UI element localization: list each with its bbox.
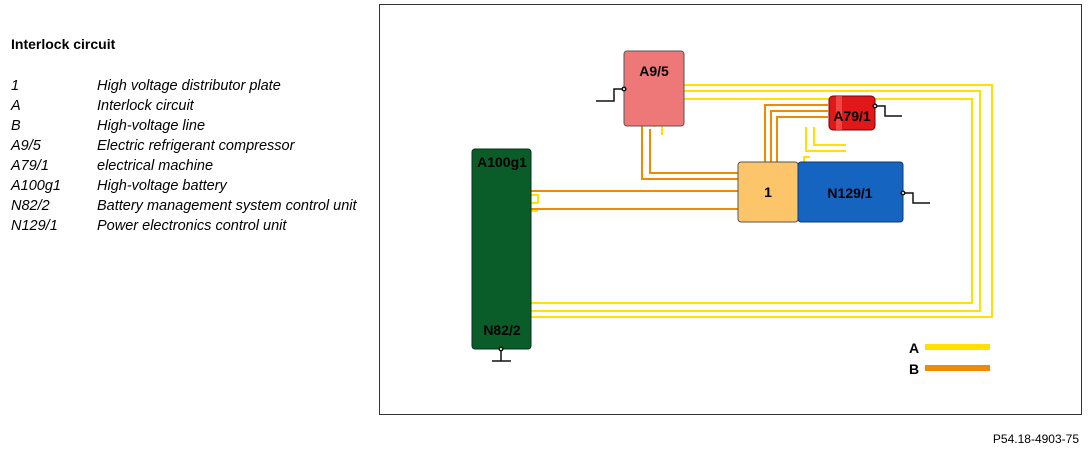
legend-item: A9/5 Electric refrigerant compressor [11,136,371,156]
legend-desc: High voltage distributor plate [97,78,281,94]
legend-key: N82/2 [11,198,50,214]
machine-label: A79/1 [833,108,871,124]
machine-highlight [836,96,842,130]
ground-symbol [492,346,511,362]
hv-line [776,116,828,163]
legend-item: B High-voltage line [11,116,371,136]
interlock-line [530,194,539,203]
power-electronics-label: N129/1 [827,185,872,201]
legend-item: A79/1 electrical machine [11,156,371,176]
ground-symbol [900,190,930,204]
bms-label: N82/2 [483,322,521,338]
legend-list: 1 High voltage distributor plate A Interlo… [11,76,371,236]
legend-key: A100g1 [11,178,61,194]
compressor-label: A9/5 [639,63,669,79]
figure-reference: P54.18-4903-75 [992,432,1079,446]
legend-item: N129/1 Power electronics control unit [11,216,371,236]
diagram-frame: A9/5 A79/1 1 N129/1 A100g1 N82/2 [379,4,1082,415]
ground-symbol [596,86,627,102]
legend-desc: Interlock circuit [97,98,194,114]
battery-box [471,148,532,350]
hv-line [770,110,828,163]
legend-desc: electrical machine [97,158,214,174]
legend-key: N129/1 [11,218,58,234]
legend-panel: Interlock circuit 1 High voltage distribu… [11,36,371,236]
circuit-diagram: A9/5 A79/1 1 N129/1 A100g1 N82/2 [471,50,993,377]
ground-symbol [872,103,902,117]
distributor-label: 1 [764,184,772,200]
legend-key: A [11,98,21,114]
hv-line [641,119,738,180]
legend-item: A Interlock circuit [11,96,371,116]
legend-desc: Battery management system control unit [97,198,357,214]
line-legend-b-label: B [909,361,919,377]
legend-item: A100g1 High-voltage battery [11,176,371,196]
legend-desc: High-voltage line [97,118,206,134]
legend-item: 1 High voltage distributor plate [11,76,371,96]
line-legend-a-label: A [909,340,919,356]
legend-desc: Power electronics control unit [97,218,287,234]
battery-label: A100g1 [477,154,527,170]
hv-line [764,104,828,163]
interlock-line [805,127,846,152]
legend-key: B [11,118,21,134]
legend-title: Interlock circuit [11,36,116,52]
hv-line [649,129,738,174]
hv-lines [530,104,828,210]
legend-item: N82/2 Battery management system control u… [11,196,371,216]
legend-desc: Electric refrigerant compressor [97,138,295,154]
legend-key: A9/5 [11,138,41,154]
legend-key: A79/1 [11,158,49,174]
legend-key: 1 [11,78,20,94]
interlock-line [813,127,846,146]
legend-desc: High-voltage battery [97,178,227,194]
